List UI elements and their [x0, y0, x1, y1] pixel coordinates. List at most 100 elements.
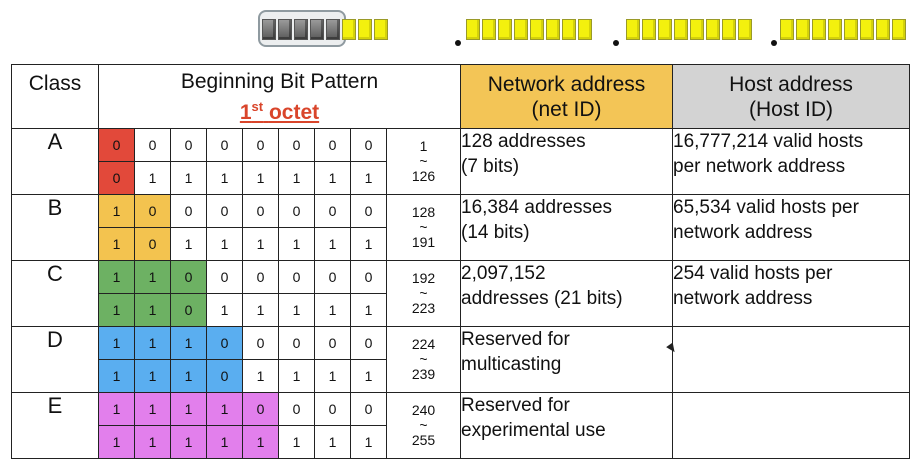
range-sep: ~: [419, 351, 428, 367]
bit-cell: 0: [98, 128, 135, 162]
bit-block: [722, 18, 736, 40]
host-info-line: per network address: [673, 156, 846, 177]
bit-cell: 0: [314, 392, 351, 426]
range-low: 224: [411, 336, 436, 352]
bit-block: [626, 18, 640, 40]
class-label: B: [11, 194, 99, 261]
bit-block: [796, 18, 810, 40]
network-address-subtitle: (net ID): [531, 97, 602, 121]
range-sep: ~: [419, 285, 428, 301]
bit-cell: 1: [170, 425, 207, 459]
bit-cell: 1: [278, 161, 315, 195]
bit-cell: 0: [278, 128, 315, 162]
range-low: 128: [411, 204, 436, 220]
bit-cell: 1: [278, 293, 315, 327]
bit-block: [562, 18, 576, 40]
network-address-title: Network address: [487, 72, 646, 96]
bit-cell: 1: [98, 194, 135, 228]
bit-cell: 1: [350, 425, 387, 459]
bit-block: [828, 18, 842, 40]
bit-cell: 1: [350, 161, 387, 195]
range-sep: ~: [419, 153, 428, 169]
octet-1-bits: [262, 9, 388, 49]
bit-block: [294, 18, 308, 40]
octet-range: 240~255: [386, 392, 461, 459]
bit-cell: 1: [134, 293, 171, 327]
bit-pattern-header: Beginning Bit Pattern 1st octet: [98, 64, 461, 129]
network-info-line: 2,097,152: [461, 263, 546, 284]
bit-cell: 1: [98, 293, 135, 327]
host-info-line: network address: [673, 222, 813, 243]
bit-cell: 1: [170, 161, 207, 195]
network-info-line: Reserved for: [461, 395, 570, 416]
bit-block: [876, 18, 890, 40]
host-address-info: [672, 392, 910, 459]
network-address-info: 128 addresses(7 bits): [460, 128, 673, 195]
bit-cell: 1: [134, 392, 171, 426]
bit-cell: 0: [242, 194, 279, 228]
bit-cell: 1: [170, 227, 207, 261]
bit-cell: 0: [314, 326, 351, 360]
bit-cell: 0: [206, 326, 243, 360]
host-info-line: 65,534 valid hosts per: [673, 197, 859, 218]
bit-block: [674, 18, 688, 40]
bit-cell: 0: [350, 260, 387, 294]
bit-block: [466, 18, 480, 40]
bit-cell: 1: [134, 260, 171, 294]
network-info-line: 128 addresses: [461, 131, 586, 152]
octet-suffix: st: [251, 98, 264, 114]
bit-cell: 0: [170, 128, 207, 162]
bit-block: [310, 18, 324, 40]
bit-cell: 1: [242, 293, 279, 327]
octet-range: 224~239: [386, 326, 461, 393]
range-low: 240: [411, 402, 436, 418]
bit-cell: 1: [314, 425, 351, 459]
range-low: 192: [411, 270, 436, 286]
host-address-info: 65,534 valid hosts per network address: [672, 194, 910, 261]
host-address-header: Host address (Host ID): [672, 64, 910, 129]
bit-cell: 1: [170, 392, 207, 426]
bit-cell: 0: [170, 260, 207, 294]
bit-cell: 1: [98, 227, 135, 261]
host-address-info: 16,777,214 valid hosts per network addres…: [672, 128, 910, 195]
bit-cell: 0: [278, 326, 315, 360]
bit-cell: 1: [206, 293, 243, 327]
bit-cell: 0: [134, 194, 171, 228]
bit-block: [326, 18, 340, 40]
bit-block: [262, 18, 276, 40]
bit-cell: 0: [170, 194, 207, 228]
bit-cell: 1: [170, 359, 207, 393]
bit-block: [342, 18, 356, 40]
host-info-line: 16,777,214 valid hosts: [673, 131, 864, 152]
range-sep: ~: [419, 417, 428, 433]
octet-3-bits: [626, 9, 752, 49]
bit-cell: 0: [278, 194, 315, 228]
bit-cell: 1: [314, 293, 351, 327]
range-high: 126: [411, 168, 436, 184]
class-label: C: [11, 260, 99, 327]
bit-cell: 1: [134, 359, 171, 393]
bit-cell: 1: [98, 260, 135, 294]
class-label: D: [11, 326, 99, 393]
octet-separator-dot: [455, 40, 461, 46]
ip-class-table: Class Beginning Bit Pattern 1st octet Ne…: [11, 64, 910, 459]
bit-cell: 0: [314, 260, 351, 294]
bit-cell: 1: [314, 359, 351, 393]
bit-cell: 1: [98, 392, 135, 426]
octet-range: 128~191: [386, 194, 461, 261]
network-info-line: 16,384 addresses: [461, 197, 613, 218]
bit-cell: 0: [350, 392, 387, 426]
bit-cell: 1: [134, 425, 171, 459]
bit-cell: 1: [314, 161, 351, 195]
bit-block: [892, 18, 906, 40]
bit-block: [738, 18, 752, 40]
bit-cell: 0: [350, 326, 387, 360]
bit-cell: 0: [206, 359, 243, 393]
bit-cell: 0: [242, 128, 279, 162]
bit-cell: 1: [206, 227, 243, 261]
bit-cell: 1: [278, 227, 315, 261]
